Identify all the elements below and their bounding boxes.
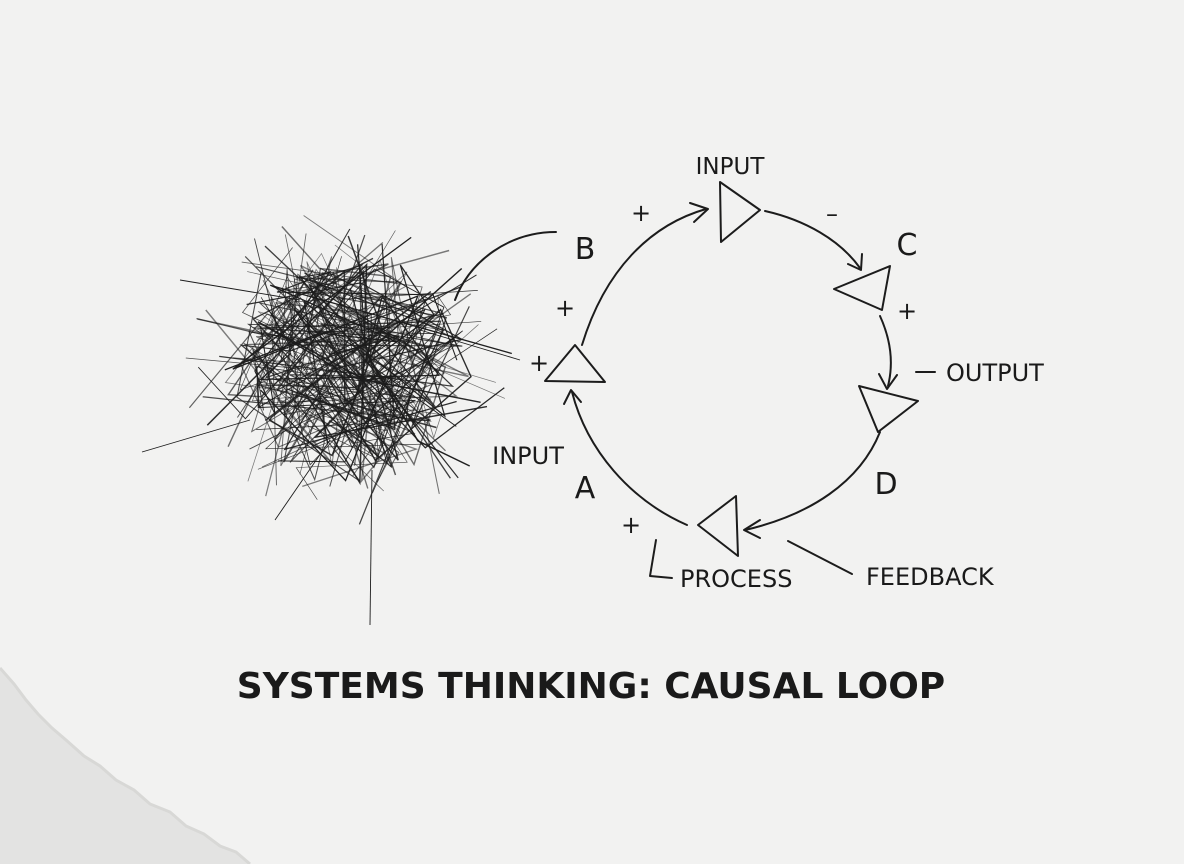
arc-bottom-to-a — [571, 391, 688, 526]
sign-top-left: + — [631, 199, 651, 227]
page-title: SYSTEMS THINKING: CAUSAL LOOP — [237, 666, 945, 707]
scribble-stray-stroke — [179, 279, 301, 301]
scribble-stroke — [278, 308, 457, 463]
arc-a-to-b — [581, 208, 707, 346]
connector-curve — [454, 231, 557, 301]
arrowhead-c — [847, 253, 863, 271]
triangle-node-c-icon — [833, 265, 891, 311]
label-process: PROCESS — [680, 565, 792, 593]
scribble-stroke — [252, 298, 482, 398]
label-top-input: INPUT — [696, 154, 766, 180]
sign-bottom-left: + — [621, 511, 641, 539]
label-a: A — [575, 471, 596, 506]
process-leader — [649, 539, 673, 579]
scribble-stroke — [332, 280, 472, 455]
scribble-stroke — [265, 271, 459, 497]
arc-d-to-bottom — [744, 431, 881, 531]
label-b: B — [575, 232, 596, 267]
label-d: D — [874, 467, 897, 502]
sign-left-inner: + — [555, 294, 575, 322]
scribble-stroke — [188, 313, 428, 483]
feedback-leader — [787, 540, 853, 575]
arrowhead-top — [689, 202, 709, 223]
scribble-stroke — [246, 282, 464, 451]
scribble-stroke — [257, 244, 496, 419]
sign-top-right: – — [826, 200, 838, 228]
scribble-stroke — [247, 267, 431, 482]
scribble-stroke — [232, 278, 387, 467]
scribble-stray-stroke — [419, 329, 521, 361]
label-a-input: INPUT — [492, 442, 564, 470]
scribble-stray-stroke — [274, 439, 331, 521]
label-feedback: FEEDBACK — [866, 563, 995, 591]
scribble-stroke — [245, 226, 392, 346]
scribble-tangle-icon — [141, 215, 521, 626]
arrowhead-d — [878, 373, 898, 390]
arrowhead-bottom — [743, 519, 761, 539]
label-output: OUTPUT — [946, 359, 1044, 387]
scribble-stray-stroke — [141, 419, 251, 453]
sign-left-outer: + — [529, 349, 549, 377]
scribble-stroke — [251, 304, 400, 475]
triangle-node-top-icon — [719, 181, 761, 243]
scribble-stroke — [257, 297, 498, 444]
scribble-stroke — [258, 294, 505, 449]
triangle-node-bottom-icon — [697, 495, 739, 557]
scribble-stroke — [202, 344, 432, 422]
sign-right: + — [897, 297, 917, 325]
scribble-stroke — [265, 256, 433, 450]
scribble-stroke — [256, 274, 477, 447]
scribble-stroke — [306, 261, 479, 418]
torn-edge — [0, 667, 251, 864]
triangle-node-d-icon — [858, 385, 919, 433]
arc-c-to-d — [879, 315, 892, 387]
label-c: C — [897, 228, 918, 263]
scribble-stray-stroke — [369, 469, 373, 626]
arc-top-to-c — [764, 210, 861, 269]
arrowhead-a — [563, 389, 582, 405]
triangle-node-a-icon — [544, 344, 606, 383]
